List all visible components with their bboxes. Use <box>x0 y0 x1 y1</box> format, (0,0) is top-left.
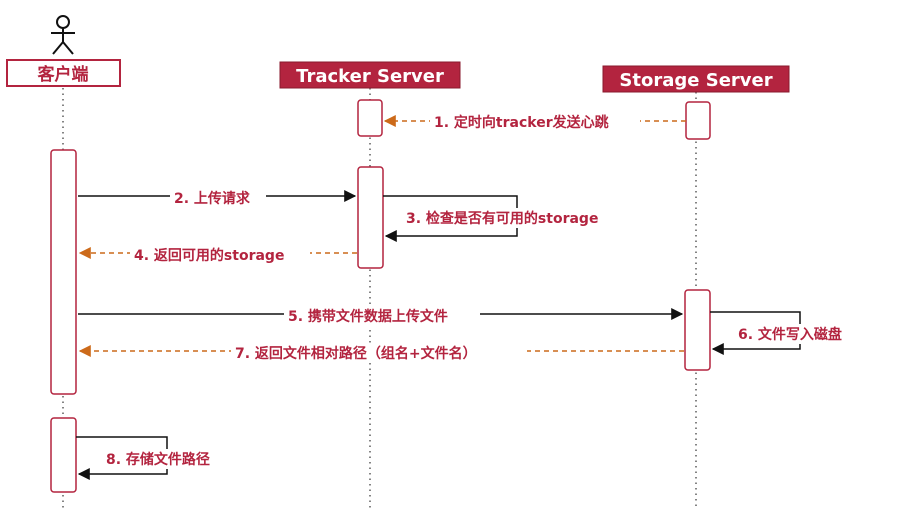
msg-5-label: 5. 携带文件数据上传文件 <box>288 308 448 325</box>
activation-tracker-1 <box>357 99 383 137</box>
msg-2-label: 2. 上传请求 <box>174 190 251 207</box>
activation-client-2 <box>50 417 77 493</box>
participant-client: 客户端 <box>6 59 121 87</box>
participant-storage: Storage Server <box>602 65 790 93</box>
label-bg <box>430 112 640 132</box>
participant-tracker: Tracker Server <box>279 61 461 89</box>
label-bg <box>735 324 861 344</box>
label-bg <box>170 188 266 208</box>
activation-storage-1 <box>685 101 711 140</box>
label-bg <box>103 449 231 469</box>
msg-6-label: 6. 文件写入磁盘 <box>738 326 842 343</box>
label-bg <box>130 245 310 265</box>
msg-7-label: 7. 返回文件相对路径（组名+文件名） <box>235 345 477 362</box>
activation-tracker-2 <box>357 166 384 269</box>
label-bg <box>402 208 634 228</box>
participant-storage-label: Storage Server <box>619 70 772 91</box>
label-bg <box>231 343 527 363</box>
msg-4-label: 4. 返回可用的storage <box>134 247 284 264</box>
activation-storage-2 <box>684 289 711 371</box>
label-bg <box>284 306 480 326</box>
msg-3-label: 3. 检查是否有可用的storage <box>406 210 598 227</box>
activation-client-1 <box>50 149 77 395</box>
msg-1-label: 1. 定时向tracker发送心跳 <box>434 114 609 131</box>
msg-8-label: 8. 存储文件路径 <box>106 451 210 468</box>
stick-figure-icon <box>51 15 75 55</box>
participant-tracker-label: Tracker Server <box>296 66 444 87</box>
participant-client-label: 客户端 <box>37 64 89 85</box>
